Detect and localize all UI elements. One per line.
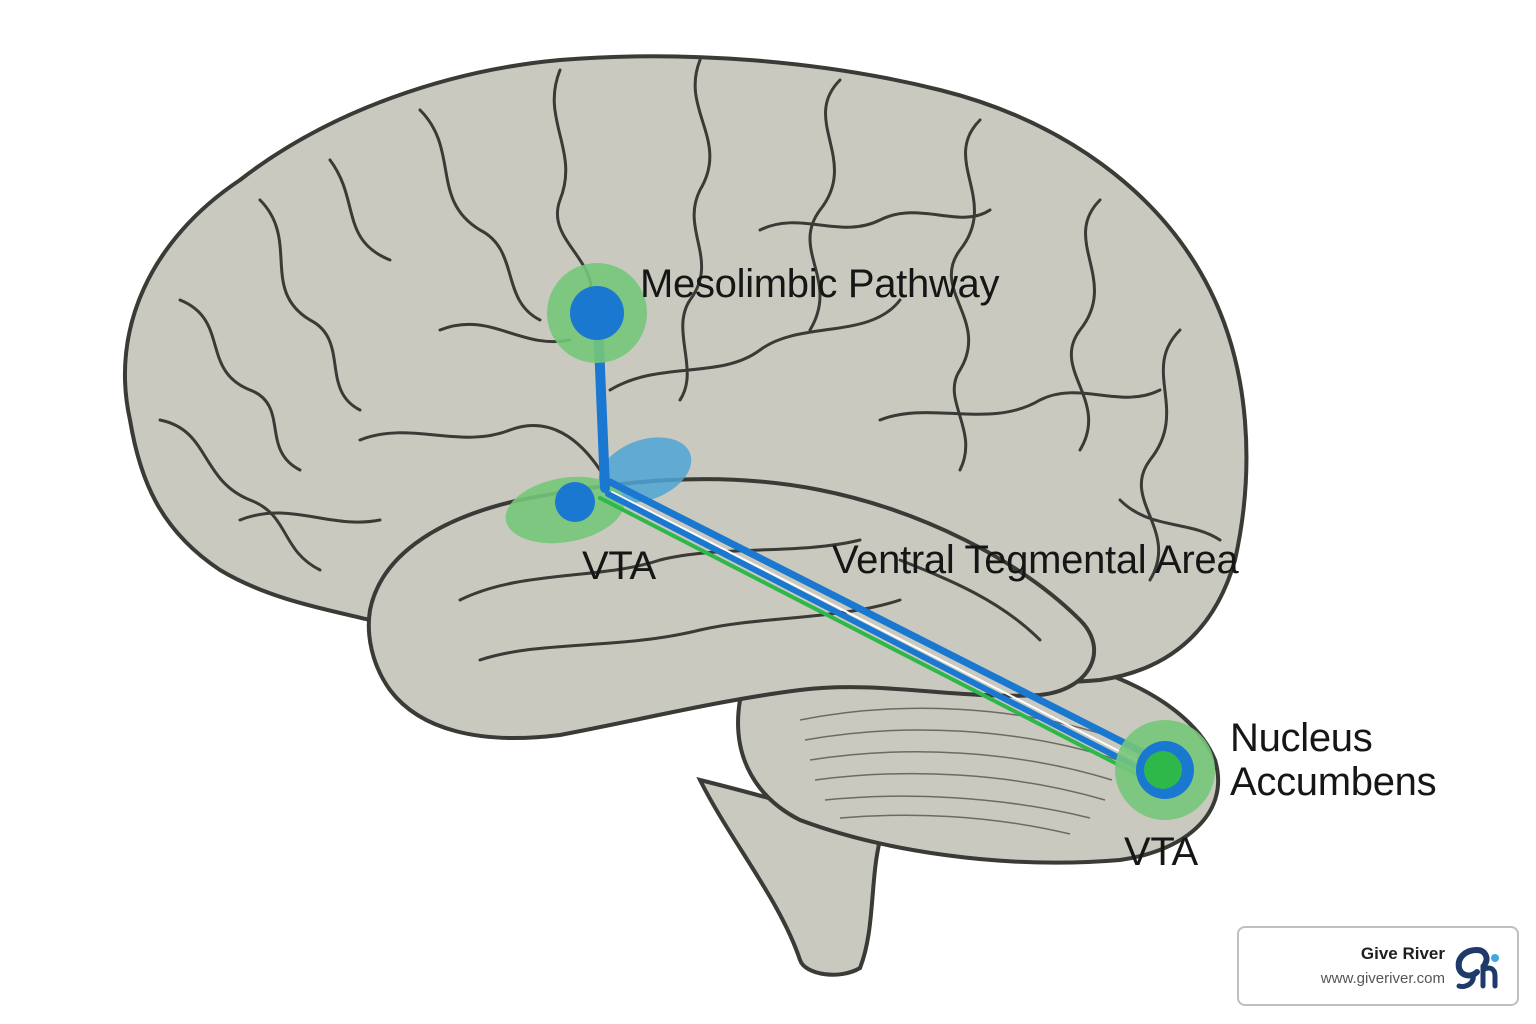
label-nucleus-line2: Accumbens <box>1230 760 1437 804</box>
mesolimbic-node <box>570 286 624 340</box>
brand-url: www.giveriver.com <box>1320 970 1445 987</box>
brand-watermark: Give River www.giveriver.com <box>1237 926 1519 1006</box>
label-mesolimbic-pathway: Mesolimbic Pathway <box>640 262 1000 306</box>
nucleus-node-core <box>1144 751 1182 789</box>
label-nucleus-line1: Nucleus <box>1230 716 1373 760</box>
label-ventral-tegmental-area: Ventral Tegmental Area <box>832 538 1239 582</box>
label-vta-left: VTA <box>582 544 656 588</box>
brain-gyri <box>158 58 1222 662</box>
vta-node <box>555 482 595 522</box>
label-nucleus-accumbens: Nucleus Accumbens <box>1230 716 1437 804</box>
give-river-logo-icon <box>1455 947 1499 989</box>
label-vta-right: VTA <box>1124 830 1198 874</box>
cerebellum-folia <box>799 707 1121 835</box>
brand-name: Give River <box>1360 944 1445 963</box>
